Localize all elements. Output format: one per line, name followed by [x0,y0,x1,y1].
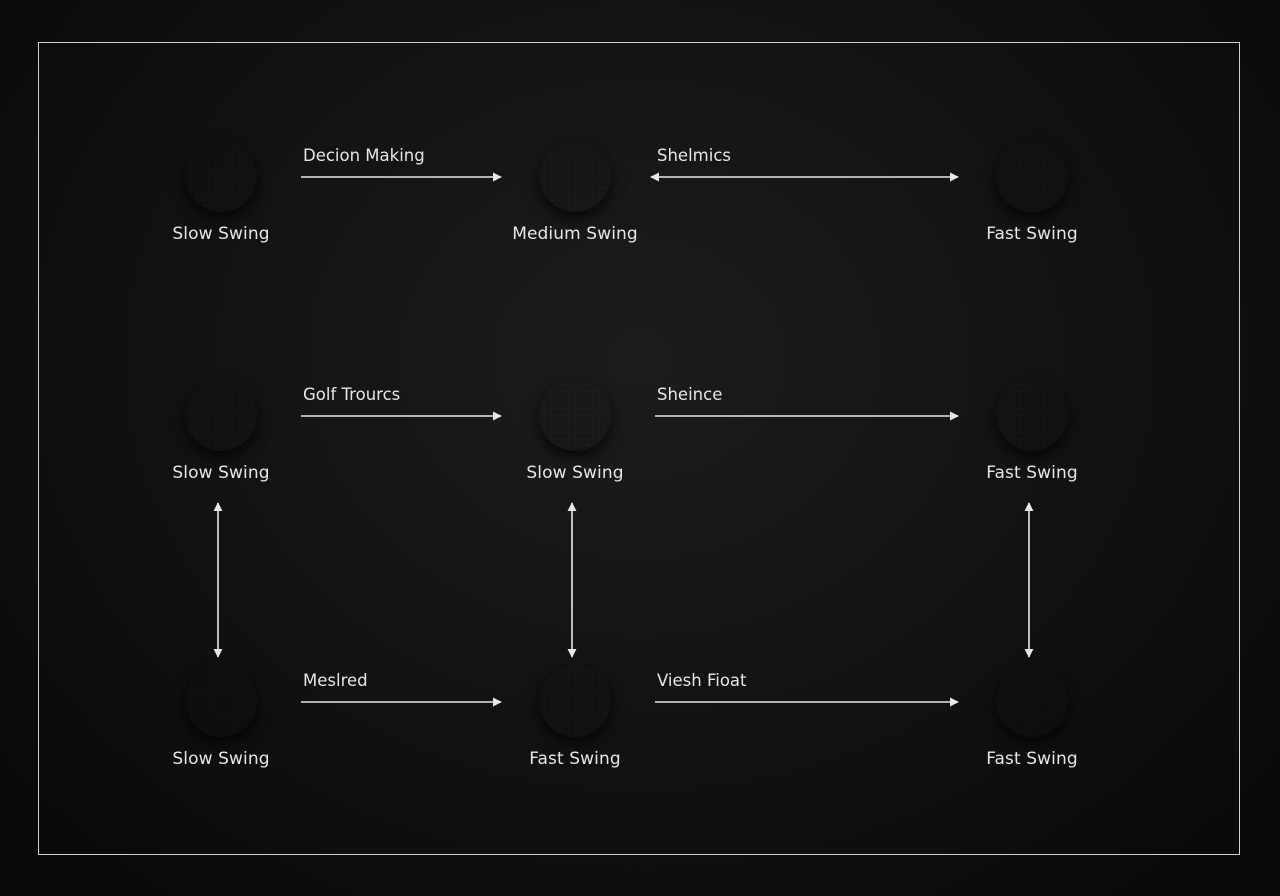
node-label: Slow Swing [172,224,270,244]
golf-ball-black-icon [996,665,1068,737]
golf-ball-white-icon [996,140,1068,212]
node-label: Fast Swing [986,463,1078,483]
node-label: Slow Swing [526,463,624,483]
golf-ball-red-icon [539,379,611,451]
node-label: Fast Swing [986,224,1078,244]
node-label: Fast Swing [986,749,1078,769]
node-label: Slow Swing [172,463,270,483]
golf-ball-red-icon [539,140,611,212]
golf-ball-lime-icon [996,379,1068,451]
node-label: Fast Swing [529,749,621,769]
connection-label: Viesh Fioat [657,671,747,690]
node-label: Slow Swing [172,749,270,769]
connection-label: Golf Trourcs [303,385,401,404]
golf-ball-white-icon [185,665,257,737]
golf-ball-white-icon [539,665,611,737]
connection-label: Sheince [657,385,723,404]
golf-ball-white-icon [185,379,257,451]
connection-label: Decion Making [303,146,425,165]
diagram-frame [38,42,1240,855]
node-label: Medium Swing [512,224,638,244]
connection-label: Meslred [303,671,368,690]
golf-ball-white-icon [185,140,257,212]
connection-label: Shelmics [657,146,731,165]
